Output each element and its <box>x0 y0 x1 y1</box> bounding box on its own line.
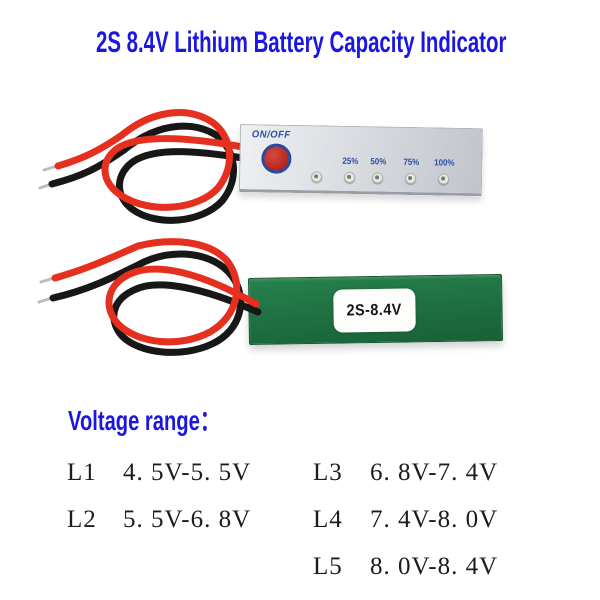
range-value: 6. 8V-7. 4V <box>370 459 499 486</box>
red-wire <box>54 109 247 211</box>
red-wire <box>51 238 260 346</box>
level-label: L1 <box>67 459 97 486</box>
led-percent-label: 50% <box>370 156 387 167</box>
led-dot <box>343 171 356 184</box>
level-label: L2 <box>67 506 97 533</box>
model-sticker: 2S-8.4V <box>333 288 416 333</box>
black-wire <box>49 250 262 356</box>
led-percent-label: 25% <box>342 155 359 167</box>
range-value: 5. 5V-6. 8V <box>123 506 252 533</box>
led-percent-label: 75% <box>403 156 420 168</box>
range-value: 7. 4V-8. 0V <box>370 506 499 533</box>
page-title: 2S 8.4V Lithium Battery Capacity Indicat… <box>96 26 507 59</box>
back-board-wires <box>37 238 262 356</box>
led-percent-label: 100% <box>434 157 455 168</box>
range-value: 4. 5V-5. 5V <box>123 459 252 486</box>
led-dot <box>437 173 450 185</box>
level-label: L4 <box>313 506 343 533</box>
power-button <box>261 143 292 174</box>
led-dot <box>310 171 323 183</box>
led-dot <box>404 172 417 185</box>
indicator-board-back: 2S-8.4V <box>248 274 504 345</box>
voltage-range-heading: Voltage range： <box>68 405 220 436</box>
indicator-board-front: ON/OFF 25% 50% 75% 100% <box>238 124 483 197</box>
level-label: L3 <box>313 459 343 486</box>
led-dot <box>371 172 384 184</box>
model-label: 2S-8.4V <box>346 301 403 319</box>
front-board-wires <box>38 109 247 224</box>
level-label: L5 <box>313 553 343 580</box>
power-button-label: ON/OFF <box>251 129 291 141</box>
black-wire <box>48 122 247 224</box>
range-value: 8. 0V-8. 4V <box>370 553 499 580</box>
